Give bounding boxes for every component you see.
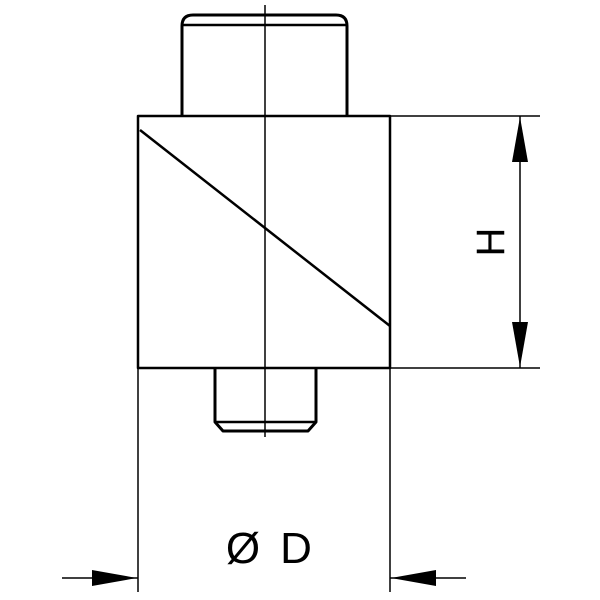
diameter-arrow-right <box>391 570 436 586</box>
height-label: H <box>469 228 513 257</box>
diameter-dimension <box>62 368 466 592</box>
height-arrow-top <box>512 117 528 162</box>
height-arrow-bottom <box>512 322 528 367</box>
diameter-symbol: Ø <box>226 524 260 573</box>
diameter-label: D <box>280 524 312 573</box>
diameter-arrow-left <box>92 570 137 586</box>
main-body <box>136 114 392 370</box>
